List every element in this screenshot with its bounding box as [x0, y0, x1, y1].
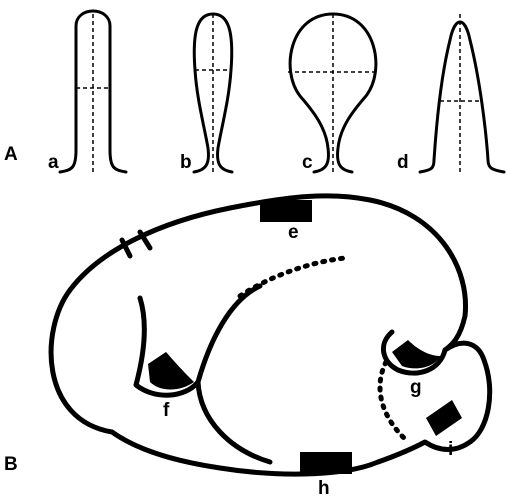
- shape-d: d: [397, 14, 504, 173]
- marker-f-block: [148, 352, 194, 390]
- shape-c-label: c: [302, 152, 313, 173]
- shape-b: B b: [180, 14, 232, 173]
- marker-e-label: e: [288, 222, 299, 243]
- marker-h-label: h: [318, 478, 330, 498]
- marker-i-block: [426, 400, 462, 436]
- organism-outline: [51, 196, 490, 474]
- marker-h-block: [300, 452, 352, 474]
- panel-a-label: A: [4, 144, 18, 165]
- marker-f-label: f: [163, 400, 170, 421]
- shape-d-label: d: [397, 152, 409, 173]
- panel-b-label: B: [4, 454, 18, 475]
- marker-g-block: [392, 340, 440, 368]
- marker-e-block: [260, 200, 312, 222]
- shape-b-label-text: b: [180, 152, 192, 173]
- panel-b: B e f g h i: [4, 196, 490, 498]
- inner-fold: [198, 286, 270, 462]
- marker-g-label: g: [410, 377, 422, 398]
- marker-i-label: i: [448, 439, 453, 460]
- panel-a: A a B b c d: [4, 11, 504, 173]
- shape-c: c: [288, 14, 378, 173]
- shape-a-label: a: [48, 152, 59, 173]
- shape-a: a: [48, 11, 126, 173]
